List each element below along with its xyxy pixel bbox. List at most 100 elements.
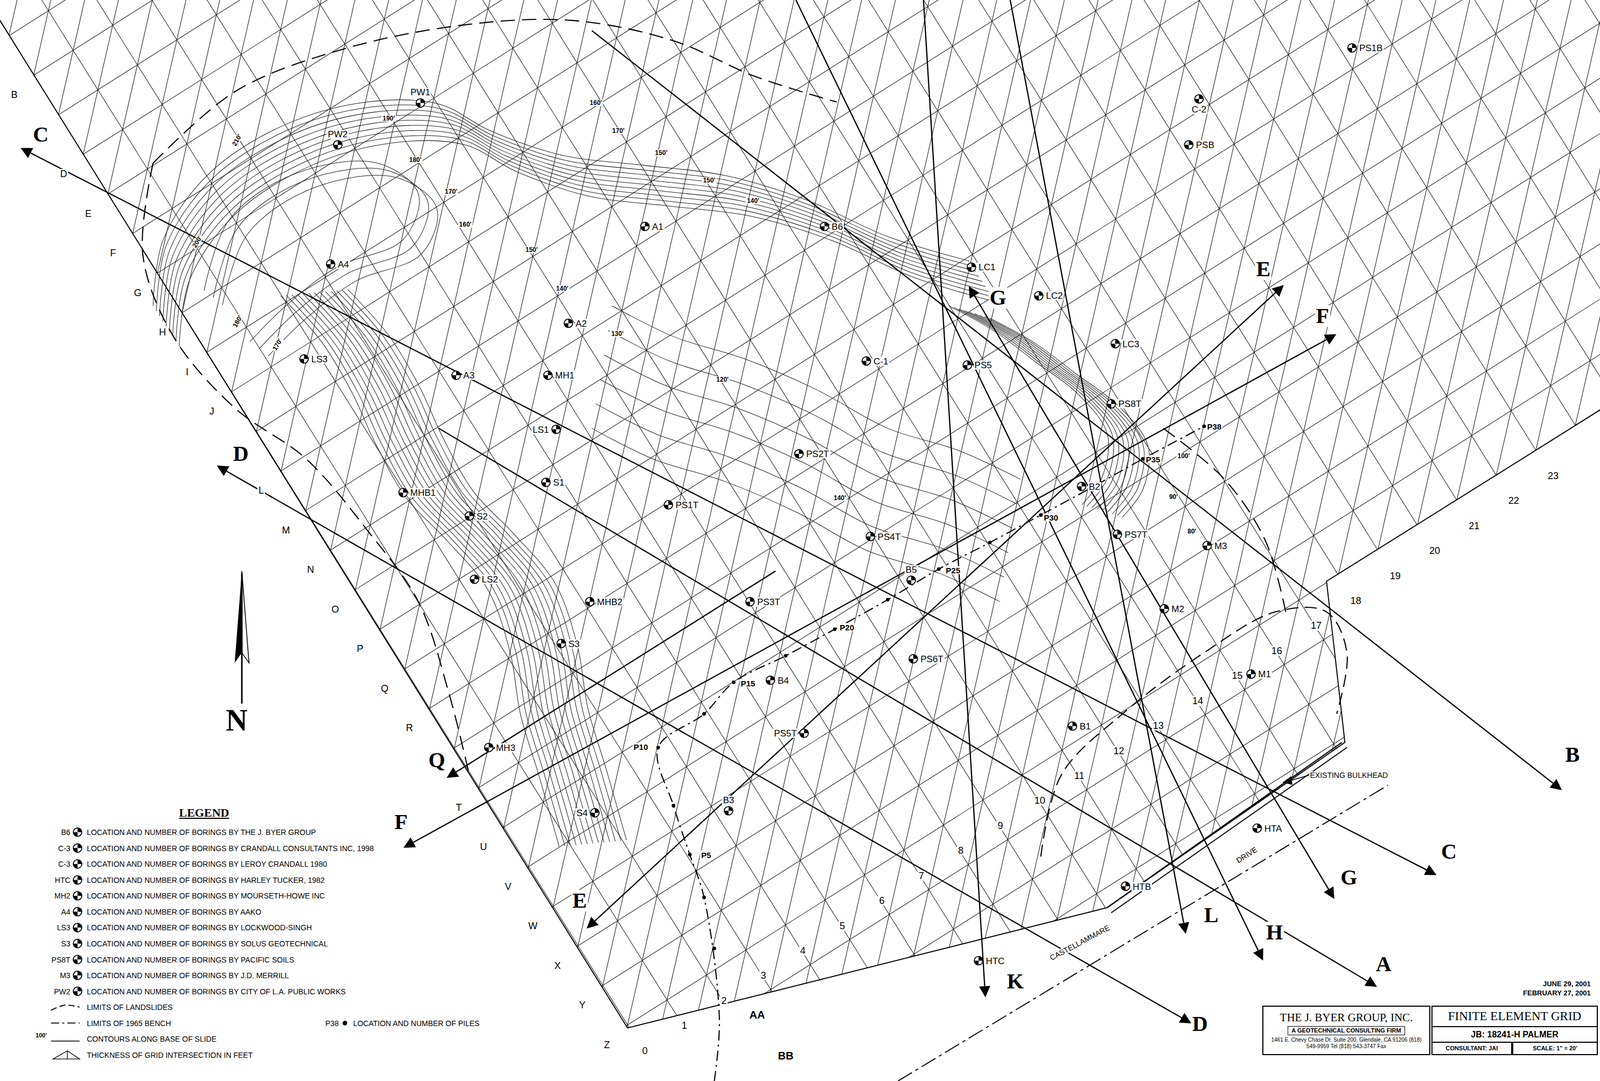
grid-column-number: 5 (838, 921, 847, 932)
boring-quadrants (73, 987, 82, 996)
grid-line (0, 0, 73, 1081)
section-marker: D (1191, 1013, 1210, 1036)
grid-line (529, 0, 1415, 1081)
grid-line (0, 0, 744, 1081)
contour-line (291, 294, 571, 846)
contour-line (172, 130, 990, 337)
box-heading: CONSULTANT: JAI (1445, 1045, 1499, 1053)
grid-line (882, 0, 1600, 901)
legend-text: LOCATION AND NUMBER OF BORINGS BY MOURSE… (85, 892, 326, 900)
grid-line (250, 0, 1241, 1081)
pile-label: P5 (700, 850, 712, 859)
drawing-title-cell: FINITE ELEMENT GRID (1431, 1005, 1598, 1028)
boring-quadrants (299, 354, 309, 364)
section-marker: Q (427, 749, 446, 772)
grid-line (95, 0, 981, 1081)
section-marker: G (1339, 867, 1359, 889)
contour-line (974, 313, 1135, 513)
grid-line (271, 0, 1600, 809)
boring-circle (73, 955, 82, 964)
boring-quadrants (470, 575, 479, 584)
boring-quadrants (590, 808, 600, 818)
job-number-cell: JB: 18241-H PALMER (1431, 1026, 1598, 1044)
revision-date: JUNE 29, 2001 (1541, 980, 1592, 988)
boring-symbol (333, 140, 342, 150)
boring-quadrants (73, 955, 82, 964)
boring-quadrants (1252, 823, 1262, 833)
grid-row-letter: Y (577, 1000, 587, 1011)
pile-dot (988, 540, 992, 545)
contour-line (303, 294, 582, 845)
section-marker: F (393, 811, 409, 834)
contour-label: 140' (832, 494, 848, 502)
grid-line (766, 750, 1600, 1081)
boring-quadrants (766, 676, 775, 686)
section-marker: K (1005, 970, 1025, 993)
section-line (974, 295, 1329, 890)
boring-circle (73, 875, 82, 885)
boring-circle (1077, 482, 1086, 492)
grid-line (0, 0, 1145, 57)
boring-circle (465, 512, 474, 521)
boring-circle (1184, 140, 1193, 150)
contour-line (959, 309, 1119, 508)
section-marker: A (1374, 953, 1393, 976)
legend-contour-sample (51, 1040, 80, 1043)
boring-label: PS5T (772, 729, 799, 739)
boring-circle (543, 371, 553, 380)
grid-column-number: 14 (1191, 696, 1205, 707)
box-heading: JB: 18241-H PALMER (1470, 1029, 1558, 1040)
contour-line (179, 140, 996, 347)
grid-row-letter: I (184, 367, 190, 377)
section-marker: L (1203, 904, 1220, 927)
boring-label: B3 (721, 795, 736, 806)
pile-label: P38 (1205, 422, 1223, 431)
legend-text: LOCATION AND NUMBER OF BORINGS BY LOCKWO… (85, 924, 313, 932)
grid-line (609, 0, 1494, 1081)
grid-line (0, 0, 665, 1081)
boring-symbol (724, 806, 733, 816)
legend-sample-label: PW2 (52, 988, 72, 996)
pile-dots (656, 424, 1207, 951)
boring-circle (1252, 823, 1262, 833)
legend-sample-label: PS8T (50, 956, 72, 964)
grid-column-number: 10 (1033, 795, 1047, 806)
grid-line (0, 0, 1120, 17)
grid-line (13, 0, 1004, 1081)
boring-symbol (585, 597, 595, 607)
pile-dot (885, 597, 890, 602)
boring-quadrants (398, 488, 408, 498)
contour-label: 170' (270, 337, 284, 353)
grid-row-letter: H (157, 327, 167, 338)
boring-label: S4 (575, 808, 589, 819)
legend-landslide-sample (51, 1005, 80, 1011)
grid-line (568, 433, 1600, 1081)
section-marker: C (1440, 841, 1458, 863)
section-arrowhead (979, 986, 991, 998)
north-letter: N (224, 705, 249, 736)
grid-column-number: 19 (1388, 571, 1402, 582)
contour-label: 130' (610, 330, 625, 338)
contour-line (984, 316, 1144, 516)
boring-circle (590, 808, 600, 818)
boring-label: M2 (1170, 604, 1186, 614)
pile-dot (656, 745, 661, 750)
boring-circle (862, 357, 871, 366)
boring-circle (451, 371, 461, 380)
boring-circle (73, 828, 82, 837)
grid-line (148, 0, 1491, 611)
grid-line (16, 0, 902, 1081)
section-arrowhead (446, 767, 459, 779)
boring-label: S2 (475, 511, 489, 521)
boring-circle (556, 639, 566, 648)
boring-quadrants (640, 222, 650, 232)
boring-circle (1203, 541, 1212, 551)
boring-symbol (416, 98, 425, 108)
grid-line (0, 0, 784, 1081)
grid-line (135, 0, 1020, 1081)
grid-line (0, 0, 112, 1081)
grid-line (0, 0, 547, 1081)
contour-label: 190' (381, 115, 396, 122)
section-arrowhead (1423, 865, 1437, 876)
